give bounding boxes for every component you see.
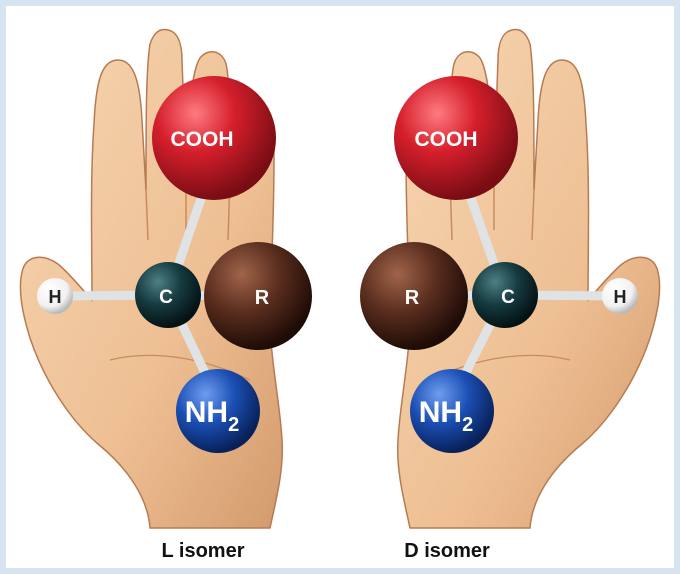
right-hydrogen-atom: H [602,278,638,314]
d-isomer-caption: D isomer [404,540,490,562]
left-hydrogen-atom: H [37,278,73,314]
right-cooh-atom: COOH [394,76,518,200]
left-hydrogen-label: H [49,287,62,307]
right-r-group-atom: R [360,242,468,350]
left-nh2-label: NH2 [185,396,239,436]
right-hydrogen-label: H [614,287,627,307]
left-nh2-atom: NH2 [176,369,260,453]
right-carbon-atom: C [472,262,538,328]
right-nh2-atom: NH2 [410,369,494,453]
left-cooh-label: COOH [171,128,234,151]
right-carbon-label: C [501,287,515,308]
right-cooh-label: COOH [415,128,478,151]
right-nh2-base: NH [419,396,462,429]
right-nh2-label: NH2 [419,396,473,436]
left-r-group-label: R [255,287,270,309]
right-r-group-label: R [405,287,420,309]
right-molecule: H COOH R C NH2 [360,76,638,453]
left-nh2-base: NH [185,396,228,429]
left-carbon-atom: C [135,262,201,328]
right-nh2-subscript: 2 [462,414,473,436]
left-cooh-atom: COOH [152,76,276,200]
l-isomer-caption: L isomer [161,540,245,562]
left-molecule: H COOH R C NH2 [37,76,312,453]
left-nh2-subscript: 2 [228,414,239,436]
left-carbon-label: C [159,287,173,308]
left-r-group-atom: R [204,242,312,350]
